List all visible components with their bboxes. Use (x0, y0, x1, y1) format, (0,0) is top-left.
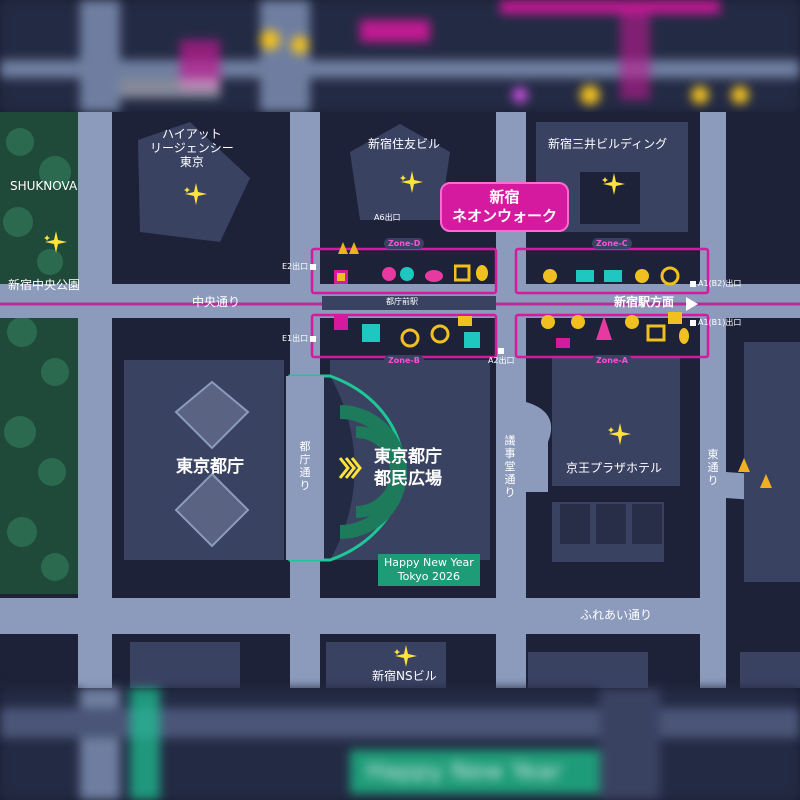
to-shinjuku-station-label: 新宿駅方面 (614, 295, 675, 309)
shuknova-label: SHUKNOVA (10, 179, 78, 193)
zone-c-label: Zone-C (592, 238, 632, 249)
blurred-top-map (0, 0, 800, 112)
blurred-bottom-map (0, 688, 800, 800)
exit-e1: E1出口 (282, 333, 317, 344)
illumination-icon (453, 264, 490, 285)
tree-icon (338, 242, 360, 259)
sumitomo-label: 新宿住友ビル (368, 137, 441, 151)
illumination-icon (424, 268, 444, 285)
zone-a-label: Zone-A (592, 355, 632, 366)
illumination-icon (540, 312, 700, 351)
ns-building-label: 新宿NSビル (372, 669, 437, 683)
sparkle-icon (400, 171, 423, 193)
sparkle-icon (608, 423, 631, 445)
zone-b-label: Zone-B (384, 355, 424, 366)
higashi-dori-label: 東通り (707, 448, 719, 487)
chuo-dori-label: 中央通り (192, 295, 241, 309)
sparkle-icon (184, 183, 207, 205)
illumination-icon (334, 316, 494, 355)
arrow-right-icon (686, 297, 698, 311)
exit-marker-icon (310, 335, 317, 342)
keio-plaza-label: 京王プラザホテル (566, 461, 663, 475)
gijido-dori-label: 議事堂通り (504, 434, 516, 499)
blurred-bottom-area: Happy New Year (0, 688, 800, 800)
sumitomo-building (350, 124, 450, 220)
keio-plaza-building (552, 356, 680, 486)
sparkle-icon (394, 645, 417, 667)
exit-a2: A2出口 (488, 348, 515, 366)
mitsui-label: 新宿三井ビルディング (548, 137, 668, 151)
hyatt-label: ハイアットリージェンシー東京 (150, 127, 234, 169)
blurred-top-area (0, 0, 800, 112)
exit-a1b2: A1(B2)出口 (690, 278, 741, 289)
park-area (0, 112, 78, 594)
sparkle-icon (44, 231, 67, 253)
plaza-sparkle-icon (338, 457, 362, 479)
exit-marker-icon (310, 263, 317, 270)
illumination-icon (382, 266, 416, 287)
map-base (0, 112, 800, 688)
exit-marker-icon (690, 280, 696, 287)
tocho-dori-label: 都庁通り (299, 440, 311, 492)
plaza-label: 東京都庁都民広場 (374, 447, 442, 490)
exit-a1b1: A1(B1)出口 (690, 317, 741, 328)
zone-d-box (310, 247, 498, 295)
fureai-dori-label: ふれあい通り (580, 608, 653, 622)
exit-marker-icon (498, 348, 505, 354)
exit-marker-icon (690, 319, 696, 326)
exit-e2: E2出口 (282, 261, 317, 272)
sparkle-icon (602, 173, 625, 195)
exit-a6: A6出口 (374, 213, 401, 222)
illumination-icon (540, 266, 700, 289)
zone-d-label: Zone-D (384, 238, 425, 249)
main-map: ハイアットリージェンシー東京 SHUKNOVA 新宿中央公園 中央通り 新宿住友… (0, 112, 800, 688)
illumination-icon (334, 270, 348, 287)
sparkle-layer (44, 171, 631, 667)
neon-walk-badge: 新宿ネオンウォーク (440, 182, 570, 232)
central-park-label: 新宿中央公園 (8, 278, 81, 292)
tochomae-station-label: 都庁前駅 (386, 297, 418, 306)
zone-c-box (514, 247, 710, 295)
blurred-happy-new-year: Happy New Year (366, 757, 562, 785)
metropolitan-govt-label: 東京都庁 (176, 457, 244, 477)
tree-icon (736, 458, 776, 497)
hyatt-building (138, 122, 250, 242)
